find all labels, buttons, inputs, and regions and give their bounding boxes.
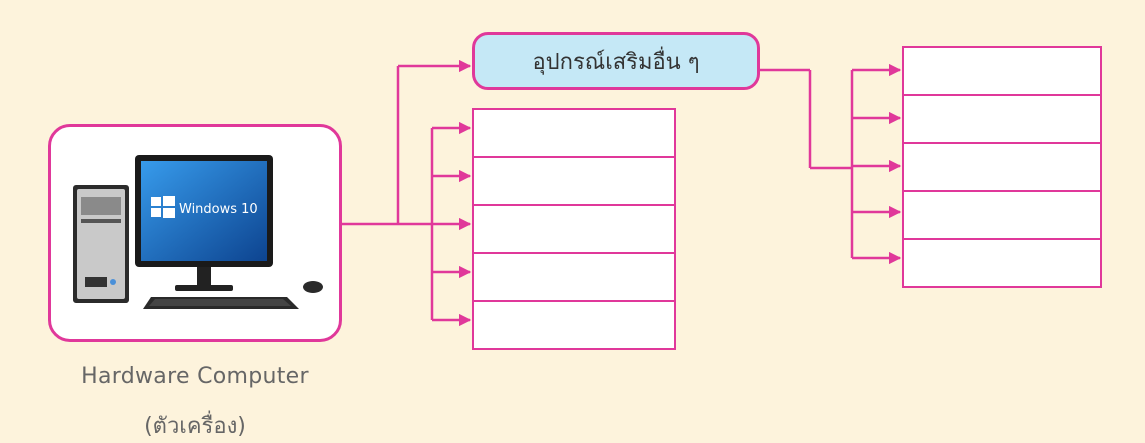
blank-box <box>902 142 1102 192</box>
peripherals-column <box>902 46 1102 288</box>
blank-box <box>902 94 1102 144</box>
blank-box <box>472 204 676 254</box>
mouse-icon <box>303 281 323 293</box>
computer-frame: Windows 10 <box>48 124 342 342</box>
monitor-icon: Windows 10 <box>135 155 273 291</box>
hardware-components-column <box>472 108 676 350</box>
windows-logo-icon <box>151 196 175 218</box>
blank-box <box>472 156 676 206</box>
blank-box <box>902 190 1102 240</box>
blank-box <box>472 300 676 350</box>
keyboard-icon <box>143 297 299 309</box>
computer-caption-subtitle: (ตัวเครื่อง) <box>144 414 246 439</box>
pc-tower-icon <box>73 185 129 303</box>
blank-box <box>902 46 1102 96</box>
desktop-computer-illustration: Windows 10 <box>73 155 323 309</box>
peripherals-box: อุปกรณ์เสริมอื่น ๆ <box>472 32 760 90</box>
blank-box <box>472 108 676 158</box>
blank-box <box>472 252 676 302</box>
screen-brand-text: Windows 10 <box>179 202 258 217</box>
blank-box <box>902 238 1102 288</box>
computer-caption-title: Hardware Computer <box>81 364 309 389</box>
